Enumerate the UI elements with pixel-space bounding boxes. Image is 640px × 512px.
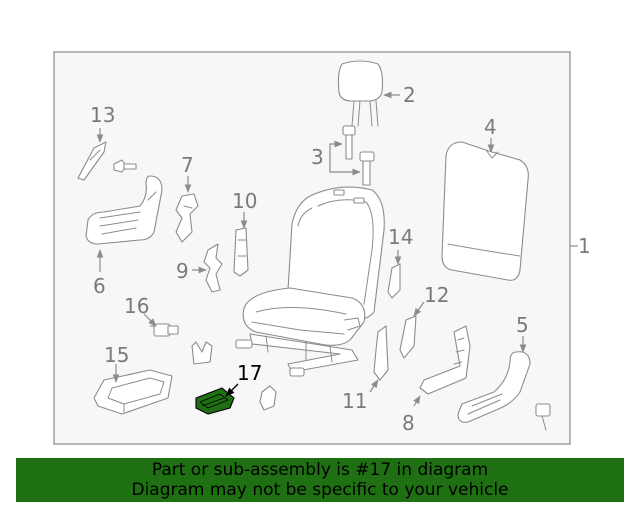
bracket-7-part [175, 193, 199, 243]
info-banner: Part or sub-assembly is #17 in diagram D… [16, 458, 624, 502]
callout-11: 11 [342, 389, 367, 413]
latch-part [259, 385, 277, 411]
callout-12-leader [413, 301, 425, 317]
callout-15: 15 [104, 343, 129, 367]
banner-line-2: Diagram may not be specific to your vehi… [131, 480, 509, 500]
callout-3: 3 [311, 145, 324, 169]
highlighted-part-17 [195, 387, 235, 415]
callout-6: 6 [93, 274, 106, 298]
seat-assembly [235, 186, 385, 377]
callout-12: 12 [424, 283, 449, 307]
clip-part [191, 341, 213, 365]
side-shield-part [85, 175, 163, 245]
hinge-cover-part [77, 141, 107, 181]
callout-3-leader [329, 140, 343, 156]
callout-9: 9 [176, 259, 189, 283]
callout-17: 17 [237, 361, 262, 385]
callout-16-leader [143, 313, 157, 327]
rail-8-part [419, 325, 471, 395]
bracket-9-part [203, 243, 223, 293]
callout-13: 13 [90, 103, 115, 127]
callout-11-leader [369, 379, 379, 393]
callout-8-leader [413, 395, 421, 407]
callout-16: 16 [124, 294, 149, 318]
callout-10: 10 [232, 189, 257, 213]
outer-shield-5-part [457, 351, 531, 423]
headrest-guide-part [342, 125, 375, 186]
trim-10-part [233, 227, 249, 277]
callout-2: 2 [403, 83, 416, 107]
callout-5: 5 [516, 313, 529, 337]
sensor-16-part [149, 323, 179, 337]
callout-8: 8 [402, 411, 415, 435]
callout-14: 14 [388, 225, 413, 249]
trim-11-part [373, 325, 389, 381]
buckle-part [535, 403, 551, 431]
bolt-part [113, 159, 137, 173]
callout-4: 4 [484, 115, 497, 139]
callout-1: 1 [578, 234, 591, 258]
headrest-part [337, 60, 384, 127]
banner-line-1: Part or sub-assembly is #17 in diagram [151, 460, 489, 480]
callout-17-leader [225, 383, 239, 397]
callout-7: 7 [181, 153, 194, 177]
seatback-pad-part [441, 141, 529, 281]
